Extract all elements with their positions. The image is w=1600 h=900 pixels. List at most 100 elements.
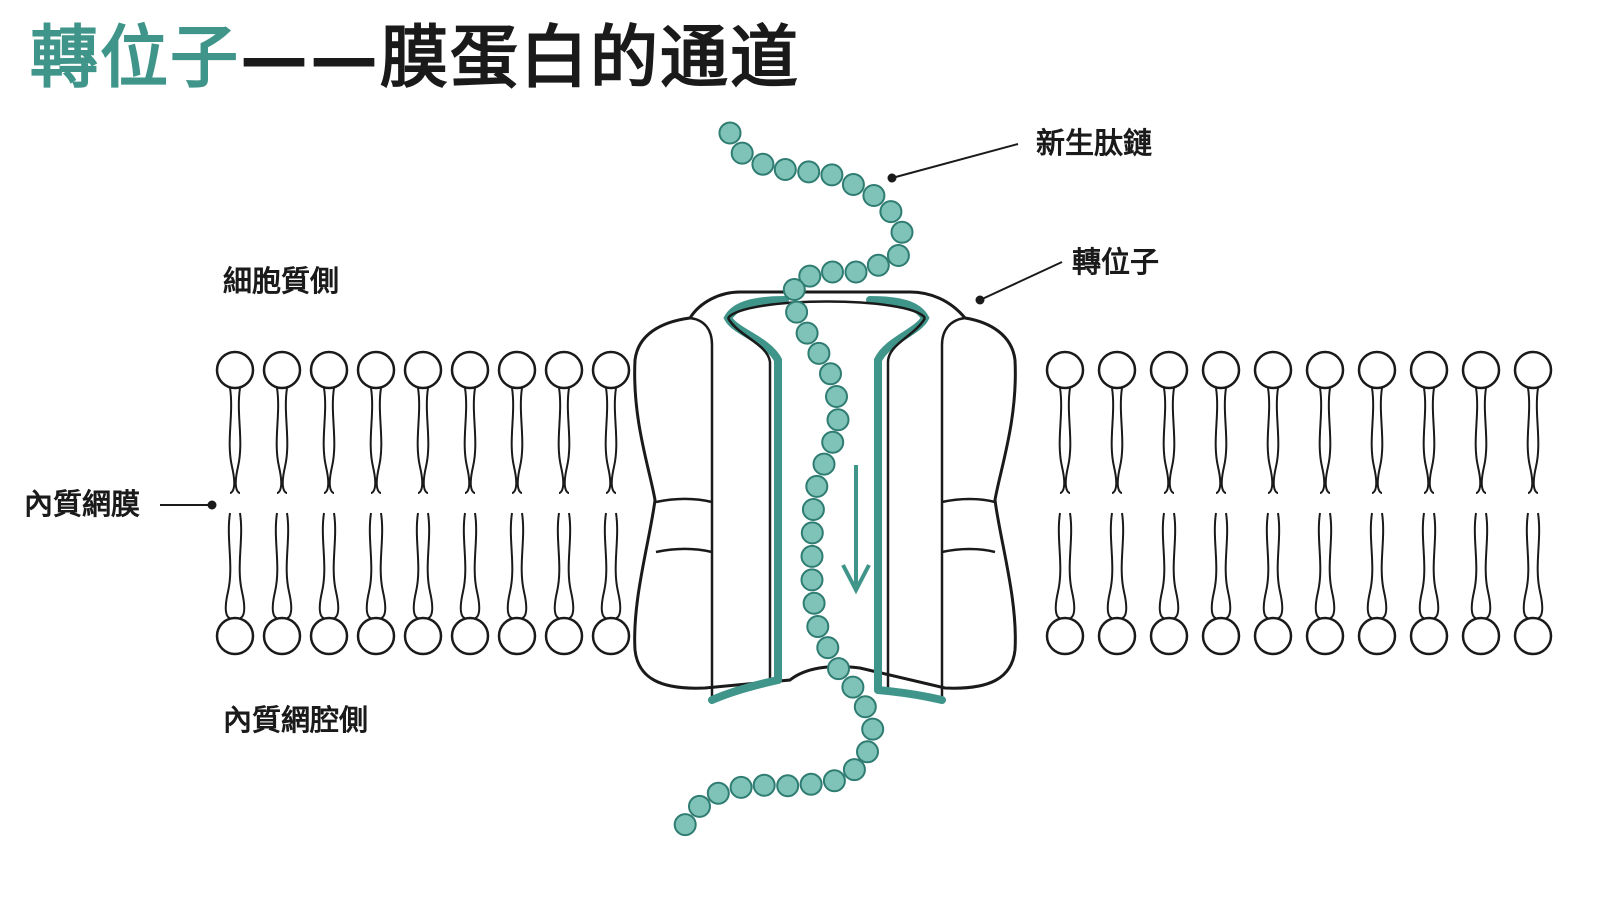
lipid-tail [1376, 387, 1384, 494]
translocon-left-rim [689, 316, 714, 700]
amino-acid-bead [782, 278, 806, 301]
lipid-head [591, 350, 631, 390]
lipid-tail [271, 512, 279, 619]
lipid-tail [1328, 512, 1336, 619]
amino-acid-bead [773, 158, 797, 181]
lipid-head [309, 350, 349, 390]
amino-acid-bead [812, 452, 836, 476]
amino-acid-bead [890, 220, 914, 244]
lipid-tail [563, 387, 571, 494]
amino-acid-bead [862, 184, 886, 207]
lipid-tail [1432, 512, 1440, 619]
lipid-tail [510, 387, 518, 494]
lipid-tail [1210, 512, 1218, 619]
lipid-head [1409, 350, 1449, 390]
nascent-polypeptide [673, 121, 914, 837]
lipid-tail [1054, 512, 1062, 619]
lipid-tail [610, 387, 618, 494]
lipid-tail [1480, 387, 1488, 494]
lipid-tail [1526, 387, 1534, 494]
amino-acid-bead [718, 121, 742, 145]
amino-acid-bead [806, 615, 830, 638]
amino-acid-bead [673, 813, 697, 837]
phospholipid [1461, 350, 1501, 656]
phospholipid [215, 350, 255, 656]
lipid-head [356, 616, 396, 656]
lipid-tail [412, 512, 420, 619]
title-dash: —— [240, 19, 381, 98]
lipid-head [497, 350, 537, 390]
phospholipid [591, 350, 631, 656]
lipid-tail [473, 512, 481, 619]
channel-wall-left [726, 317, 772, 682]
phospholipid [497, 350, 537, 656]
lipid-head [1149, 616, 1189, 656]
lipid-tail [1068, 512, 1076, 619]
phospholipid [403, 350, 443, 656]
lipid-head [1513, 616, 1553, 656]
phospholipid [1045, 350, 1085, 656]
amino-acid-bead [886, 244, 910, 267]
phospholipid [1149, 350, 1189, 656]
lipid-head [1513, 350, 1553, 390]
lipid-tail [422, 387, 430, 494]
phospholipid [544, 350, 584, 656]
lipid-head [1097, 350, 1137, 390]
arrow-down-icon [841, 465, 871, 595]
lipid-tail [426, 512, 434, 619]
lipid-tail [369, 387, 377, 494]
lipid-tail [328, 387, 336, 494]
lipid-head [1201, 616, 1241, 656]
lipid-tail [1120, 512, 1128, 619]
phospholipid [1201, 350, 1241, 656]
lipid-head [1045, 350, 1085, 390]
lipid-tail [600, 512, 608, 619]
lipid-head [309, 616, 349, 656]
phospholipid [356, 350, 396, 656]
label-nascent-chain: 新生肽鏈 [1036, 126, 1153, 160]
lipid-tail [275, 387, 283, 494]
phospholipid [1513, 350, 1553, 656]
amino-acid-bead [841, 173, 865, 196]
translocon-left-band [655, 497, 713, 554]
lipid-tail [1172, 512, 1180, 619]
lipid-tail [1428, 387, 1436, 494]
lipid-head [1149, 350, 1189, 390]
lipid-tail [1158, 512, 1166, 619]
lipid-bilayer [215, 350, 1553, 656]
lipid-tail [318, 512, 326, 619]
lipid-head [1357, 350, 1397, 390]
label-translocon: 轉位子 [1072, 245, 1160, 279]
amino-acid-bead [801, 498, 825, 521]
amino-acid-bead [820, 163, 844, 187]
amino-acid-bead [861, 717, 885, 741]
lipid-tail [234, 387, 242, 494]
amino-acid-bead [819, 362, 842, 386]
amino-acid-bead [798, 264, 822, 288]
amino-acid-bead [752, 773, 776, 797]
amino-acid-bead [688, 794, 711, 818]
lipid-tail [228, 387, 236, 494]
lipid-tail [416, 387, 424, 494]
amino-acid-bead [805, 474, 829, 498]
leader-nascent-chain [887, 143, 1019, 183]
amino-acid-bead [802, 591, 826, 615]
lipid-tail [1168, 387, 1176, 494]
amino-acid-bead [827, 657, 850, 681]
phospholipid [1097, 350, 1137, 656]
title-accent: 轉位子 [30, 19, 241, 98]
lipid-tail [1110, 387, 1118, 494]
translocon-right-rim [940, 316, 966, 700]
lipid-tail [567, 512, 575, 619]
amino-acid-bead [730, 141, 754, 165]
channel-bottom-lining-right [874, 686, 946, 704]
lipid-tail [379, 512, 387, 619]
lipid-tail [238, 512, 246, 619]
lipid-head [1253, 616, 1293, 656]
label-cytoplasm-side: 細胞質側 [223, 264, 340, 298]
lipid-tail [516, 387, 524, 494]
lipid-tail [604, 387, 612, 494]
lipid-tail [1470, 512, 1478, 619]
lipid-tail [463, 387, 471, 494]
